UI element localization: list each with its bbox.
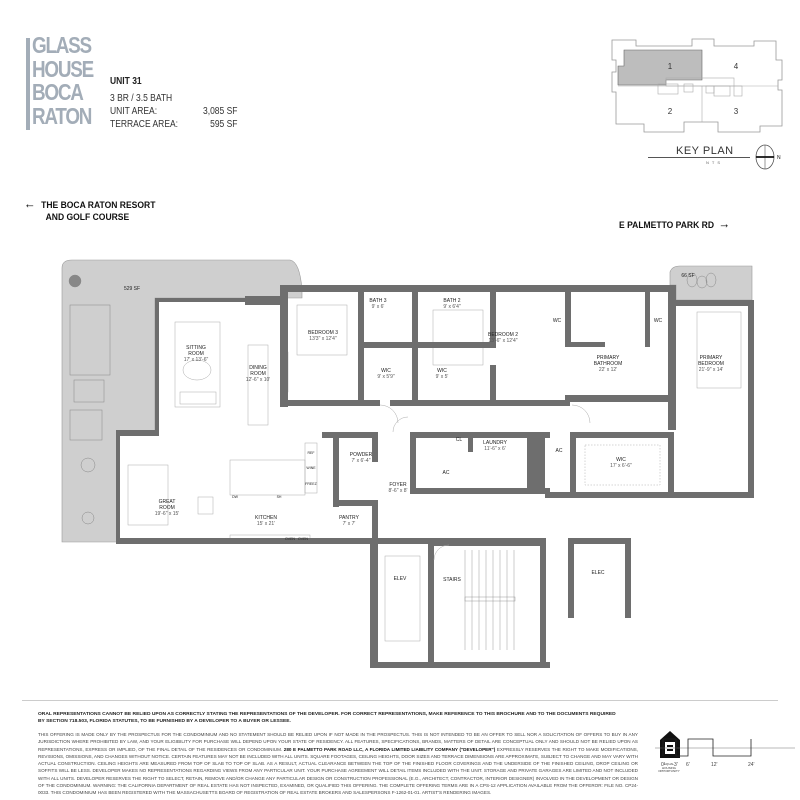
floor-plan <box>61 259 754 668</box>
room-wc-1: WC <box>552 318 562 324</box>
room-closet: CL <box>455 437 463 443</box>
unit-title: UNIT 31 <box>110 76 142 87</box>
door-swings <box>379 404 591 561</box>
key-unit-4: 4 <box>734 62 739 71</box>
bed-bath: 3 BR / 3.5 BATH <box>110 93 173 104</box>
key-unit-1: 1 <box>668 62 673 71</box>
disclaimer-body: THIS OFFERING IS MADE ONLY BY THE PROSPE… <box>38 732 639 796</box>
key-unit-2: 2 <box>668 107 673 116</box>
logo-line: HOUSE <box>32 55 94 82</box>
logo-line: GLASS <box>32 32 92 58</box>
direction-left: ← THE BOCA RATON RESORT AND GOLF COURSE <box>24 196 156 224</box>
appliance-oven-1: OVEN <box>285 537 295 541</box>
arrow-left-icon: ← <box>24 196 36 211</box>
direction-right: E PALMETTO PARK RD→ <box>619 216 731 232</box>
appliance-freezer: FREEZ <box>305 482 317 486</box>
key-plan-nts: N T S <box>706 160 722 165</box>
appliance-wine: WINE <box>306 466 316 470</box>
arrow-right-icon: → <box>718 216 731 231</box>
room-ac-1: AC <box>442 470 450 476</box>
terrace-area-row: TERRACE AREA: 595 SF <box>110 118 238 131</box>
terrace-right <box>669 265 753 301</box>
unit-area-label: UNIT AREA: <box>110 106 158 117</box>
room-elevator: ELEV <box>393 576 407 582</box>
scale-tick: 3' <box>674 762 678 768</box>
appliance-dishwasher: DW <box>232 495 238 499</box>
direction-right-label: E PALMETTO PARK RD <box>619 220 715 231</box>
divider <box>22 700 778 701</box>
svg-text:N: N <box>777 155 781 161</box>
terrace-furniture <box>68 272 717 525</box>
terrace-left-area: 529 SF <box>123 286 141 292</box>
direction-left-line2: AND GOLF COURSE <box>45 212 130 223</box>
room-ac-2: AC <box>555 448 563 454</box>
scale-tick: 6' <box>686 762 690 768</box>
equal-housing-caption: EQUAL HOUSING OPPORTUNITY <box>658 762 680 773</box>
terrace-right-area: 66 SF <box>681 273 695 279</box>
terrace-area-label: TERRACE AREA: <box>110 119 179 130</box>
unit-info: 3 BR / 3.5 BATH UNIT AREA: 3,085 SF TERRA… <box>110 92 238 131</box>
scale-tick: 24' <box>748 762 755 768</box>
scale-tick: 0' <box>661 762 665 768</box>
scale-tick: 12' <box>711 762 718 768</box>
room-elec: ELEC <box>591 570 605 576</box>
room-wc-2: WC <box>653 318 663 324</box>
north-compass-icon: N <box>755 144 781 170</box>
direction-left-line1: THE BOCA RATON RESORT <box>41 200 156 211</box>
appliance-ref: REF <box>307 451 315 455</box>
logo-line: BOCA <box>32 79 84 105</box>
stairs-treads <box>464 550 516 650</box>
key-unit-3: 3 <box>734 107 739 116</box>
key-plan-underline <box>648 157 750 158</box>
logo-bar <box>26 38 30 130</box>
key-plan: 1 2 3 4 N <box>611 38 783 170</box>
unit-area-value: 3,085 SF <box>202 106 238 117</box>
scale-bar <box>655 738 795 757</box>
logo: GLASS HOUSE BOCA RATON <box>32 32 94 129</box>
terrace-area-value: 595 SF <box>210 119 238 130</box>
appliance-sh: SH <box>276 495 282 499</box>
room-stairs: STAIRS <box>443 577 461 583</box>
elevator-car <box>384 555 421 642</box>
unit-area-row: UNIT AREA: 3,085 SF <box>110 105 238 118</box>
walls <box>116 285 754 668</box>
logo-line: RATON <box>32 102 92 129</box>
key-plan-label: KEY PLAN <box>676 145 734 157</box>
appliance-oven-2: OVEN <box>298 537 308 541</box>
disclaimer-bold: ORAL REPRESENTATIONS CANNOT BE RELIED UP… <box>38 712 616 724</box>
